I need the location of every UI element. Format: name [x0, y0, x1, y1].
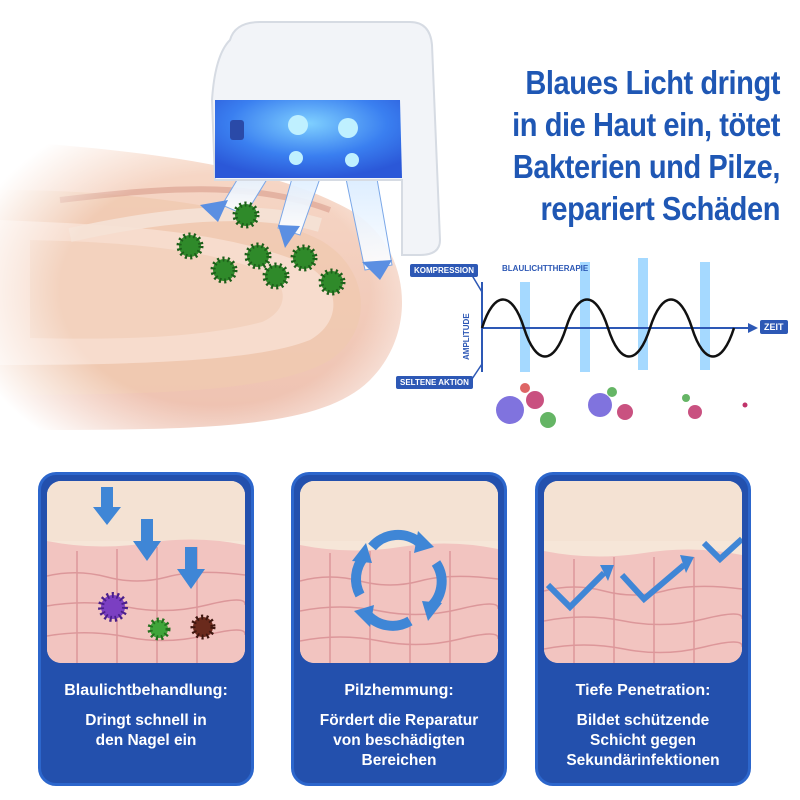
card-text-line: den Nagel ein [95, 732, 197, 749]
zigzag-arrow-icon [545, 536, 742, 612]
therapy-label: BLAULICHTTHERAPIE [502, 264, 589, 273]
card-text-line: von beschädigten [333, 732, 465, 749]
card-description: Dringt schnell in den Nagel ein [49, 711, 243, 751]
headline: Blaues Licht dringt in die Haut ein, töt… [410, 62, 780, 230]
card-fungal-inhibition: Pilzhemmung: Fördert die Reparatur von b… [291, 472, 507, 786]
rare-action-tag: SELTENE AKTION [396, 376, 473, 389]
card-text-line: Bildet schützende [576, 712, 710, 729]
card-deep-penetration: Tiefe Penetration: Bildet schützende Sch… [535, 472, 751, 786]
time-tag: ZEIT [760, 320, 788, 334]
nail-illustration [0, 21, 758, 450]
card-description: Bildet schützende Schicht gegen Sekundär… [546, 711, 740, 771]
amplitude-label: AMPLITUDE [462, 313, 471, 360]
germ-cluster [176, 201, 346, 296]
headline-line: repariert Schäden [540, 190, 781, 227]
blue-light-lamp [210, 21, 442, 256]
card-text-line: Dringt schnell in [85, 712, 207, 729]
card-text-line: Bereichen [361, 752, 437, 769]
card-description: Fördert die Reparatur von beschädigten B… [302, 711, 496, 771]
headline-line: Blaues Licht dringt [525, 64, 780, 101]
skin-layer-image [300, 481, 498, 663]
card-title: Blaulichtbehandlung: [64, 682, 228, 699]
headline-line: Bakterien und Pilze, [512, 148, 781, 185]
skin-layer-image [47, 481, 245, 663]
card-text-line: Schicht gegen [590, 732, 696, 749]
card-text-line: Fördert die Reparatur [319, 712, 479, 729]
compression-tag: KOMPRESSION [410, 264, 479, 277]
headline-line: in die Haut ein, tötet [512, 106, 780, 143]
card-title: Pilzhemmung: [344, 682, 454, 699]
card-text-line: Sekundärinfektionen [566, 752, 720, 769]
card-blue-light-treatment: Blaulichtbehandlung: Dringt schnell in d… [38, 472, 254, 786]
card-title: Tiefe Penetration: [575, 682, 711, 699]
down-arrows-icon [93, 487, 205, 589]
wave-diagram [469, 258, 758, 428]
skin-layer-image [544, 481, 742, 663]
hero-section: Blaues Licht dringt in die Haut ein, töt… [0, 21, 788, 450]
